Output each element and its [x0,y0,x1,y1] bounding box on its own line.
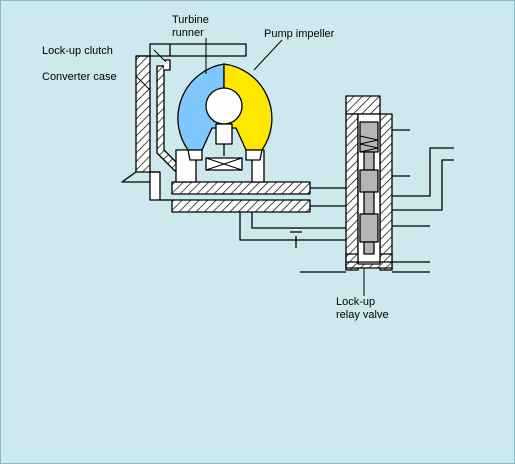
turbine-hub [171,149,311,213]
label-turbine-runner: Turbine runner [172,14,209,39]
stator [205,123,243,171]
lockup-relay-valve [345,95,393,271]
turbine-runner [177,63,225,161]
label-lockup-relay-valve: Lock-up relay valve [336,296,389,321]
leader-lines [135,38,365,296]
label-pump-impeller: Pump impeller [264,28,335,40]
label-lockup-clutch: Lock-up clutch [42,45,113,57]
fluid-passages [150,44,454,273]
label-converter-case: Converter case [42,71,117,83]
pump-impeller [223,63,273,161]
torus-core [205,87,243,125]
